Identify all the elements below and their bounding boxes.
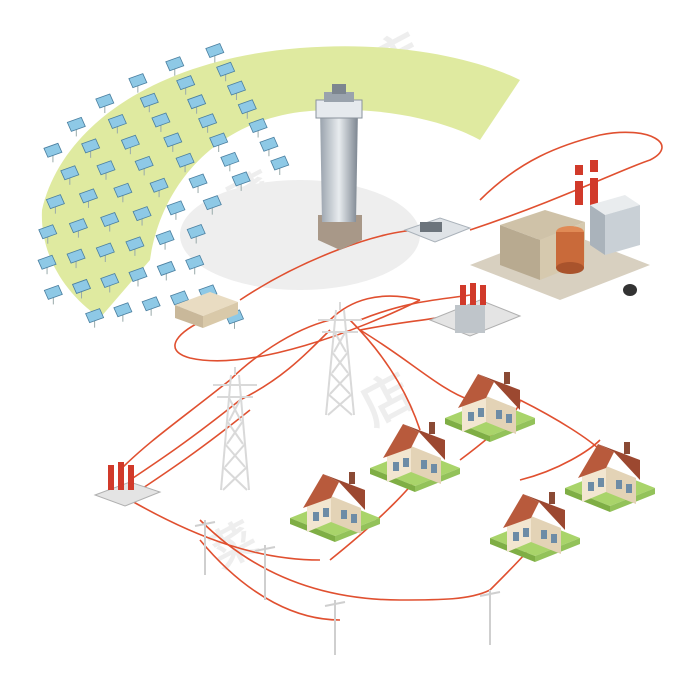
heliostat-mirror: [186, 223, 206, 244]
heliostat-mirror: [165, 56, 185, 76]
utility-pole-icon: [254, 545, 276, 600]
house-icon: [290, 472, 380, 542]
transformer-icon: [403, 217, 472, 243]
heliostat-mirror: [187, 94, 207, 114]
heliostat-mirror: [128, 73, 148, 93]
heliostat-mirror: [216, 61, 236, 82]
house-icon: [370, 422, 460, 492]
heliostat-mirror: [155, 230, 175, 250]
heliostat-mirror: [125, 236, 145, 256]
heliostat-mirror: [107, 113, 127, 134]
heliostat-mirror: [43, 142, 63, 163]
heliostat-mirror: [188, 173, 208, 194]
power-line: [199, 539, 341, 621]
heliostat-mirror: [209, 132, 229, 152]
utility-pole-icon: [194, 520, 216, 575]
power-line: [329, 295, 421, 321]
heliostat-mirror: [163, 132, 183, 152]
heliostat-mirror: [128, 266, 148, 287]
heliostat-mirror: [220, 151, 240, 172]
heliostat-mirror: [149, 177, 169, 198]
house-icon: [445, 372, 535, 442]
power-line: [129, 499, 321, 561]
substation-icon: [428, 283, 522, 337]
heliostat-mirror: [45, 194, 65, 214]
heliostat-mirror: [113, 302, 133, 322]
power-line: [174, 299, 421, 362]
transmission-pylon-icon: [213, 367, 257, 491]
heliostat-mirror: [113, 182, 133, 203]
control-building-icon: [175, 292, 238, 328]
heliostat-mirror: [166, 200, 186, 220]
power-lines: [119, 131, 663, 621]
heliostat-mirror: [43, 284, 63, 305]
heliostat-mirror: [66, 116, 86, 137]
heliostat-mirror: [270, 155, 290, 175]
heliostat-mirror: [134, 155, 154, 176]
heliostat-mirror: [100, 212, 120, 232]
heliostat-mirror: [231, 171, 251, 191]
heliostat-mirror: [100, 272, 120, 293]
power-line: [349, 319, 421, 431]
power-line: [129, 399, 241, 481]
power-plant-icon: [470, 160, 650, 300]
heliostat-mirror: [95, 93, 115, 114]
transmission-pylon-icon: [318, 302, 362, 416]
heliostat-mirror: [96, 160, 116, 180]
heliostat-mirror: [68, 218, 88, 238]
heliostat-mirror: [198, 113, 218, 133]
heliostat-mirror: [66, 248, 86, 269]
utility-pole-icon: [479, 590, 501, 645]
power-line: [239, 329, 331, 401]
ground-shadow: [180, 180, 420, 290]
heliostat-mirror: [248, 117, 268, 138]
house-icon: [565, 442, 655, 512]
heliostat-mirror: [185, 254, 205, 275]
heliostat-mirror: [71, 278, 92, 299]
utility-pole-icon: [324, 600, 346, 655]
heliostat-mirror: [202, 195, 222, 215]
heliostat-mirror: [259, 136, 279, 157]
heliostat-mirror: [205, 43, 225, 63]
house-icon: [490, 492, 580, 562]
heliostat-mirror: [38, 224, 58, 244]
heliostat-mirror: [176, 75, 196, 95]
power-line: [359, 329, 471, 401]
power-line: [119, 379, 231, 471]
heliostat-mirror: [95, 242, 115, 262]
heliostat-mirror: [141, 296, 161, 316]
substation-icon: [93, 462, 162, 507]
heliostat-mirror: [60, 165, 80, 185]
power-line: [139, 409, 251, 491]
power-line: [519, 439, 601, 481]
power-line: [239, 229, 421, 301]
heliostat-mirror: [85, 308, 105, 328]
heliostat-mirror: [237, 99, 257, 119]
power-line: [469, 131, 663, 231]
heliostat-mirror: [226, 80, 247, 100]
heliostat-mirror: [156, 260, 176, 281]
power-line: [199, 519, 491, 601]
heliostat-mirror: [139, 92, 159, 113]
power-line: [229, 319, 331, 381]
heliostat-mirror: [78, 188, 99, 208]
heliostat-mirror: [151, 112, 171, 132]
heliostat-mirror: [175, 152, 195, 173]
heliostat-mirror: [37, 254, 57, 275]
solar-power-tower-icon: [315, 84, 363, 250]
heliostat-mirror: [81, 138, 101, 158]
heliostat-mirror: [132, 206, 152, 226]
heliostat-mirror: [120, 134, 140, 155]
